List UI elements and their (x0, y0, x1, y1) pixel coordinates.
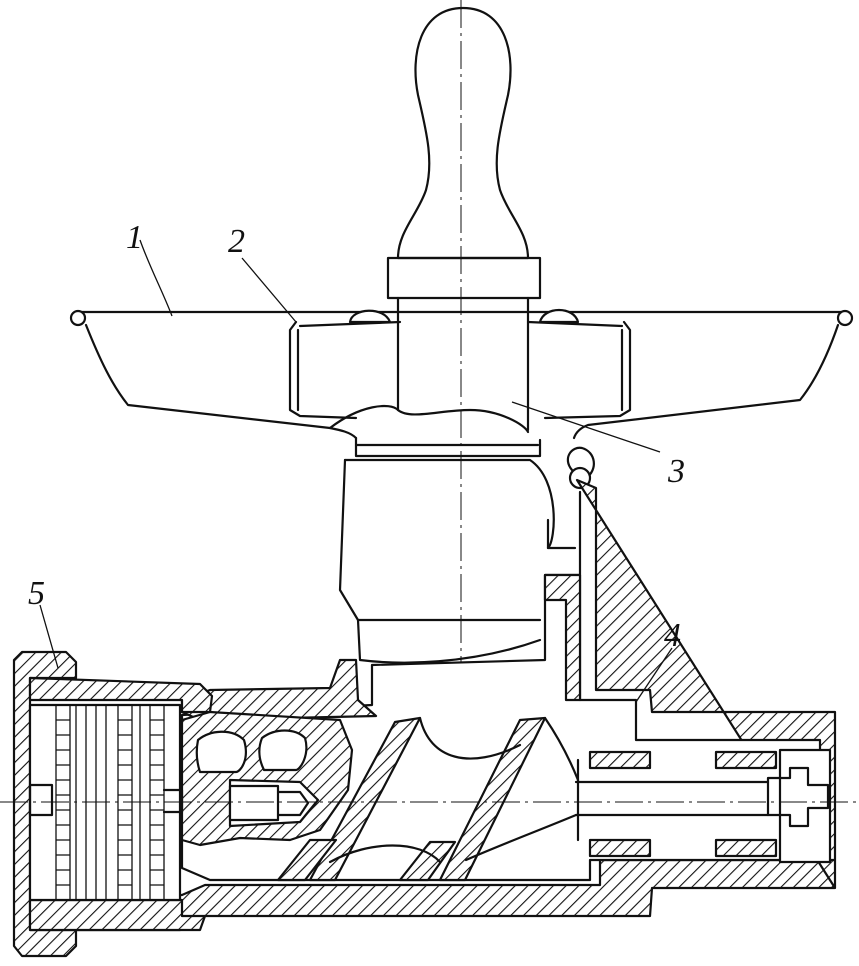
hopper-tray (69, 308, 854, 440)
leader-3 (511, 401, 661, 453)
bushing-bottom-1 (588, 838, 652, 858)
auger-flight-4 (398, 840, 457, 882)
leader-5 (39, 604, 59, 669)
callout-labels: 1 2 3 4 5 (28, 219, 685, 654)
leader-1 (139, 239, 173, 317)
bushing-top-2 (714, 750, 778, 770)
callout-1: 1 (126, 219, 143, 256)
tray-rim-bead-left (69, 309, 87, 327)
callout-leaders (39, 239, 673, 703)
latch-hook (566, 446, 595, 480)
auger-flight-2 (438, 716, 547, 882)
tray-boss-right (538, 308, 580, 324)
bushing-top-1 (588, 750, 652, 770)
union-nut-thread-bottom (28, 898, 207, 932)
callout-3: 3 (667, 453, 685, 490)
auger-root-right (464, 813, 578, 862)
auger-root-top (418, 716, 522, 760)
pusher (386, 6, 542, 432)
callout-4: 4 (664, 617, 681, 654)
auger-bolt (228, 784, 280, 822)
tray-boss-left (348, 309, 392, 324)
pusher-knob (396, 6, 530, 260)
pusher-body-left (338, 458, 542, 622)
auger-shaft (574, 780, 770, 817)
auger-root-edge (543, 716, 580, 782)
grid-and-nut (12, 650, 214, 958)
auger-bolt-tip (276, 790, 310, 817)
bushing-bottom-2 (714, 838, 778, 858)
union-nut-thread-top (28, 676, 214, 714)
tray-inner-wall-right (543, 320, 632, 420)
shaft-square-end (766, 766, 830, 828)
neck-top-curve (328, 404, 530, 434)
neck-band (354, 436, 542, 458)
tray-rim-bead-right (836, 309, 854, 327)
leader-2 (241, 257, 297, 323)
auger-flight-1 (308, 716, 422, 882)
grid-plate-2-holes (118, 719, 132, 886)
housing-neck-right (543, 573, 582, 702)
auger-lobe-1 (195, 730, 247, 774)
pusher-collar (386, 256, 542, 300)
callout-5: 5 (28, 575, 45, 612)
centre-pin (28, 783, 54, 817)
tray-bottom-right (572, 323, 840, 440)
auger-root-mid (328, 844, 442, 864)
housing-end-cap (778, 748, 832, 864)
grid-plate-1-holes (56, 719, 70, 886)
tray-inner-wall-left (288, 320, 358, 420)
grid-spindle (162, 788, 184, 814)
tray-bottom-left (84, 323, 358, 440)
pusher-body-right (546, 518, 577, 550)
callout-2: 2 (228, 223, 245, 260)
housing-top-left (180, 658, 378, 722)
auger-screw (180, 710, 770, 882)
auger-flight-3 (276, 838, 338, 882)
auger-lobe-2 (258, 729, 308, 772)
leader-4 (635, 647, 673, 703)
grid-plate-3-holes (150, 719, 164, 886)
pusher-body-bottom (356, 618, 542, 664)
pusher-body-top (343, 458, 555, 550)
